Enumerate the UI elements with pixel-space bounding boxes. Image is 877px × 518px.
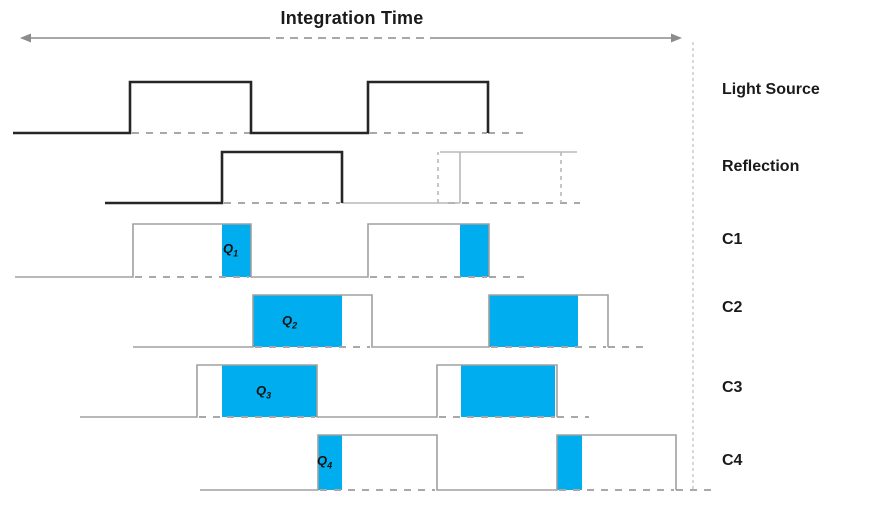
waveform-c4 — [200, 434, 712, 491]
row-label-c2: C2 — [722, 299, 743, 316]
charge-region-c1 — [222, 224, 251, 277]
q1-symbol: Q — [223, 241, 234, 256]
waveform-c2 — [133, 294, 647, 348]
charge-label-q1: Q1 — [223, 239, 238, 258]
charge-region-c2 — [253, 295, 342, 347]
q4-symbol: Q — [317, 453, 328, 468]
charge-label-q4: Q4 — [317, 451, 332, 470]
waveform-c3 — [80, 364, 589, 418]
diagram-title: Integration Time — [280, 8, 424, 28]
q2-subscript: 2 — [292, 320, 298, 331]
q1-subscript: 1 — [233, 248, 239, 259]
row-label-reflection: Reflection — [722, 158, 800, 175]
row-label-c1: C1 — [722, 231, 743, 248]
integration-time-arrow — [20, 33, 682, 43]
charge-region-c4 — [318, 435, 342, 490]
charge-label-q2: Q2 — [282, 311, 297, 330]
q3-symbol: Q — [256, 383, 267, 398]
charge-label-q3: Q3 — [256, 381, 271, 400]
arrowhead-right — [671, 33, 682, 43]
charge-region-c1 — [460, 224, 489, 277]
row-label-c3: C3 — [722, 379, 743, 396]
waveform-light-source — [13, 80, 528, 135]
waveform-c1 — [15, 223, 527, 278]
charge-region-c4 — [557, 435, 582, 490]
q3-subscript: 3 — [266, 390, 272, 401]
charge-region-c2 — [489, 295, 578, 347]
row-label-c4: C4 — [722, 452, 743, 469]
arrowhead-left — [20, 33, 31, 43]
q4-subscript: 4 — [327, 460, 333, 471]
q2-symbol: Q — [282, 313, 293, 328]
charge-region-c3 — [461, 365, 555, 417]
row-label-light-source: Light Source — [722, 81, 820, 98]
waveform-reflection — [105, 150, 580, 205]
charge-region-c3 — [222, 365, 317, 417]
